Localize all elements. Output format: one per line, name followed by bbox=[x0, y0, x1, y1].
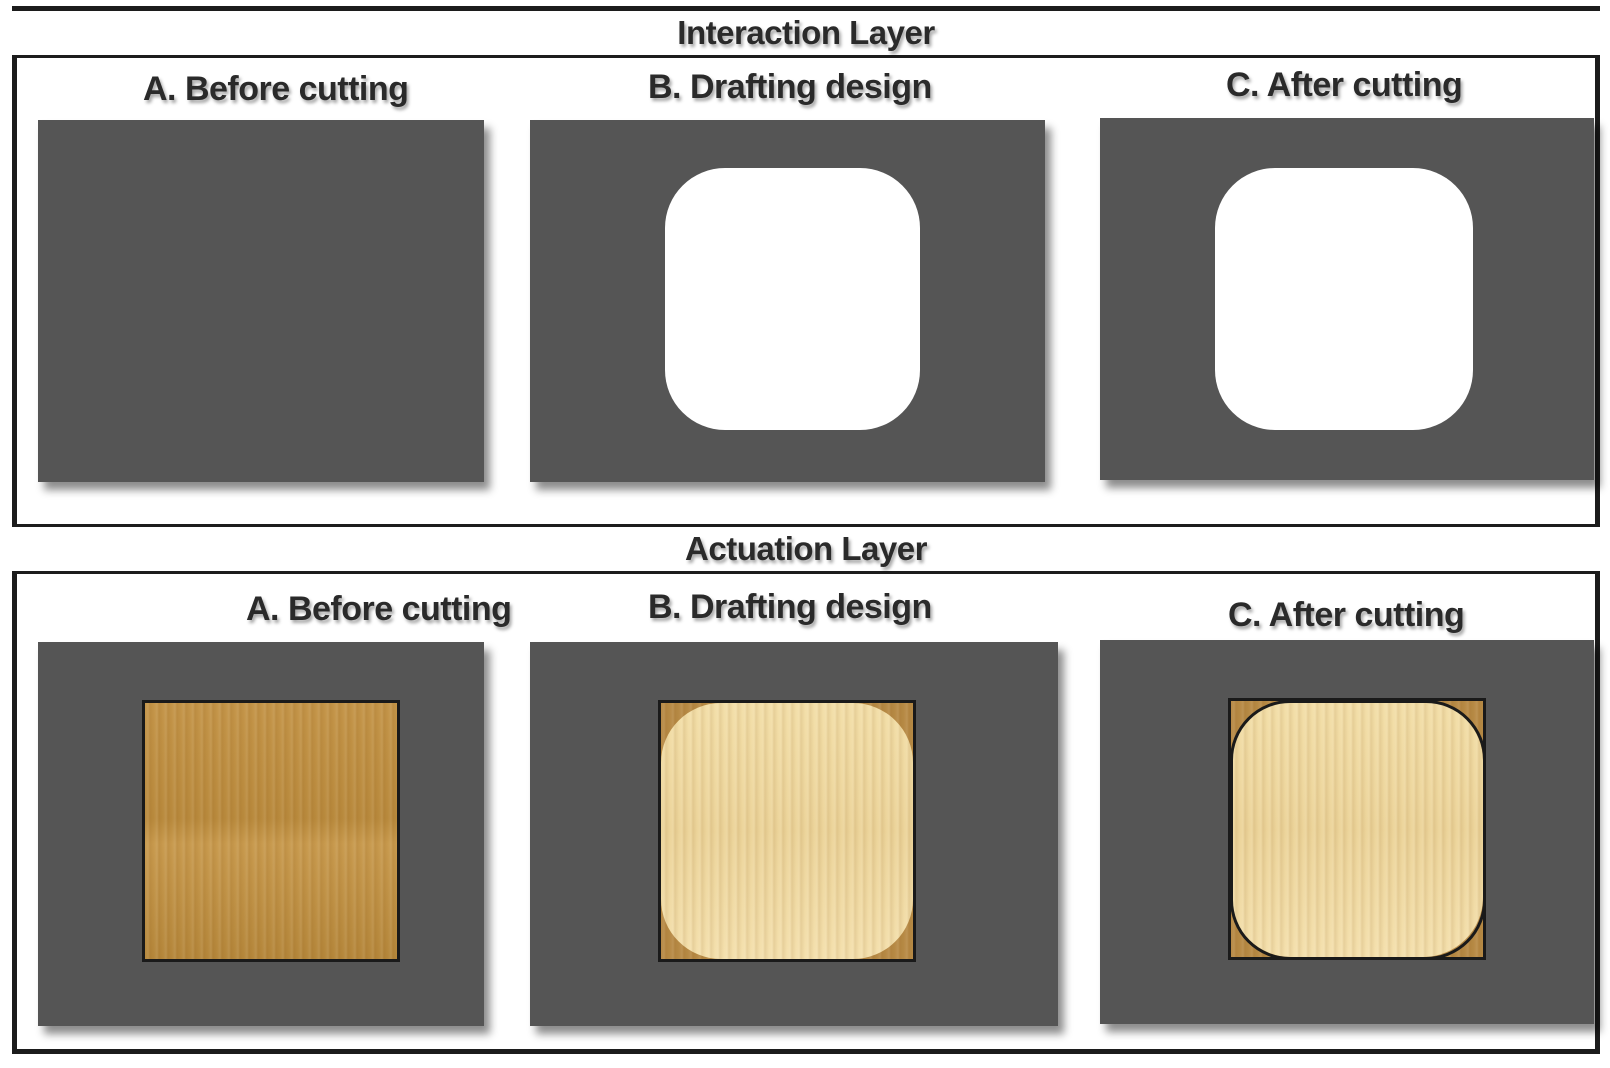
cut-outline bbox=[1231, 701, 1483, 957]
wood-plank-a bbox=[142, 700, 400, 962]
wood-plank-c bbox=[1228, 698, 1486, 960]
interaction-step-b-label: B. Drafting design bbox=[648, 68, 932, 106]
interaction-cutout-b bbox=[665, 168, 920, 430]
actuation-panel-b bbox=[530, 642, 1058, 1026]
interaction-step-a-label: A. Before cutting bbox=[143, 70, 409, 108]
interaction-panel-a bbox=[38, 120, 484, 482]
actuation-step-b-label: B. Drafting design bbox=[648, 588, 932, 626]
actuation-panel-a bbox=[38, 642, 484, 1026]
wood-grain bbox=[661, 703, 913, 959]
interaction-panel-b bbox=[530, 120, 1045, 482]
wood-grain bbox=[145, 703, 397, 959]
interaction-panel-c bbox=[1100, 118, 1594, 480]
wood-plank-b bbox=[658, 700, 916, 962]
interaction-layer-title: Interaction Layer bbox=[677, 14, 935, 51]
actuation-step-c-label: C. After cutting bbox=[1228, 596, 1465, 634]
drafted-design-shape bbox=[661, 703, 913, 959]
actuation-layer-header: Actuation Layer bbox=[12, 524, 1600, 574]
actuation-step-a-label: A. Before cutting bbox=[246, 590, 512, 628]
interaction-layer-header: Interaction Layer bbox=[12, 8, 1600, 58]
actuation-panel-c bbox=[1100, 640, 1594, 1024]
interaction-step-c-label: C. After cutting bbox=[1226, 66, 1463, 104]
interaction-cutout-c bbox=[1215, 168, 1473, 430]
actuation-layer-title: Actuation Layer bbox=[685, 530, 927, 567]
